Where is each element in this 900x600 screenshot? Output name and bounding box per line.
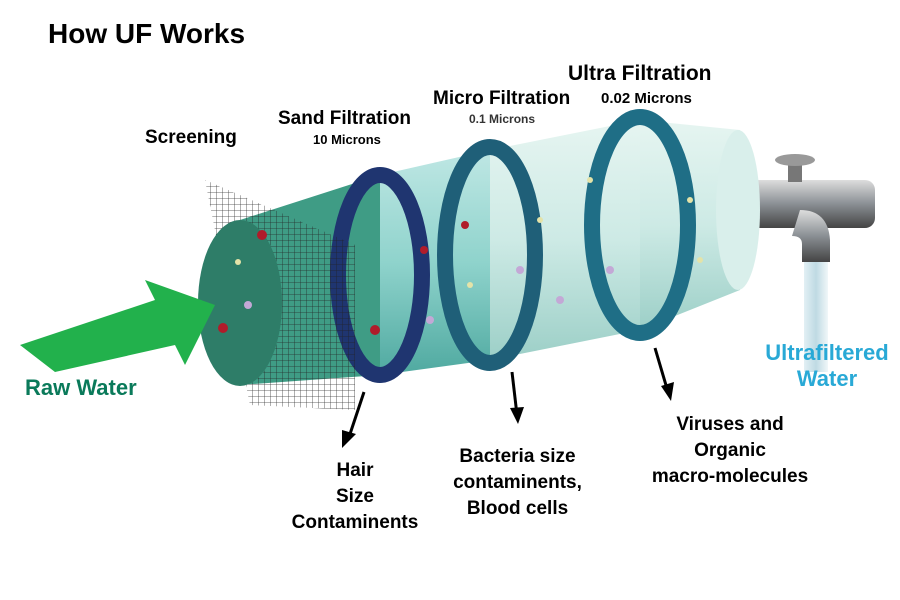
page-title: How UF Works — [48, 18, 246, 49]
label-line: macro-molecules — [651, 466, 809, 487]
label-line: Blood cells — [466, 498, 569, 519]
label-line: Bacteria size — [459, 446, 576, 467]
label-line: Size — [335, 486, 375, 507]
label-line: Viruses and — [676, 414, 784, 435]
ultra-filter-ring — [584, 109, 696, 341]
bacteria-contaminants-label: Bacteria size contaminents, Blood cells — [440, 444, 595, 522]
micro-filter-ring — [437, 139, 543, 371]
micro-filtration-label: Micro Filtration — [433, 88, 571, 109]
screening-label: Screening — [145, 127, 237, 148]
raw-water-face — [198, 220, 282, 386]
pointer-arrows — [342, 347, 674, 448]
label-line: Contaminents — [291, 512, 419, 533]
ultrafiltered-water-label: Ultrafiltered Water — [752, 340, 900, 392]
label-line: contaminents, — [453, 472, 582, 493]
output-label-line: Water — [796, 366, 858, 391]
micro-filtration-size: 0.1 Microns — [469, 112, 536, 126]
label-line: Hair — [336, 460, 374, 481]
ultra-filtration-size: 0.02 Microns — [601, 90, 692, 107]
hair-contaminants-label: Hair Size Contaminents — [290, 458, 420, 536]
viruses-label: Viruses and Organic macro-molecules — [630, 412, 830, 490]
label-line: Organic — [694, 440, 766, 461]
ultra-filtration-label: Ultra Filtration — [568, 62, 712, 85]
faucet-icon — [745, 154, 875, 372]
sand-filtration-label: Sand Filtration — [278, 108, 411, 129]
sand-filtration-size: 10 Microns — [313, 132, 381, 147]
raw-water-arrow — [20, 280, 215, 372]
raw-water-label: Raw Water — [25, 375, 137, 400]
output-label-line: Ultrafiltered — [765, 340, 889, 365]
